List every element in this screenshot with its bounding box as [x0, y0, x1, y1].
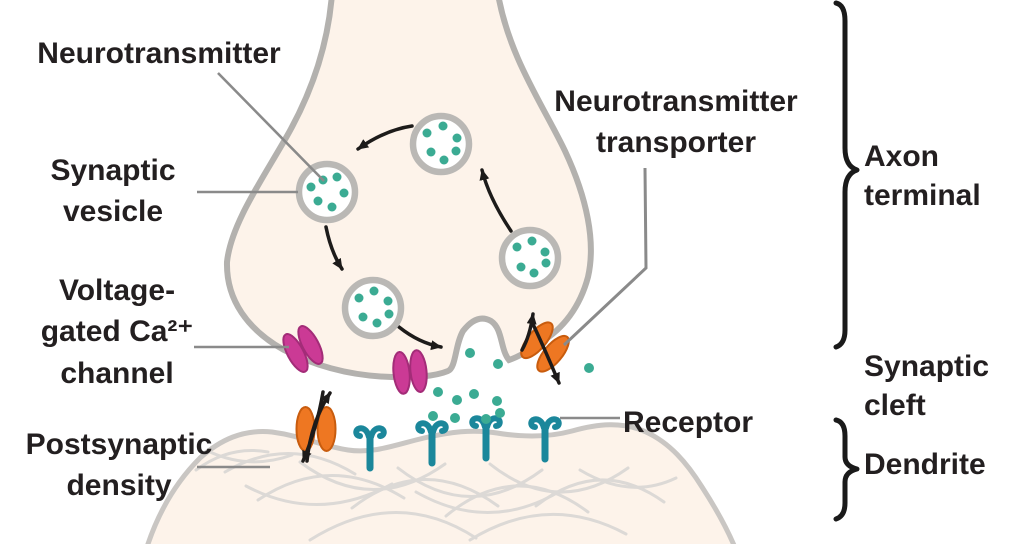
neurotransmitter-dot	[492, 396, 502, 406]
synaptic-vesicle	[295, 160, 359, 224]
neurotransmitter-dot	[339, 188, 349, 198]
transporter-subunit	[316, 406, 337, 452]
cycle-arrow-left-down	[324, 225, 344, 271]
neurotransmitter-dot	[358, 312, 368, 322]
neurotransmitter-dot	[452, 395, 462, 405]
label-synaptic-cleft: Synaptic cleft	[864, 350, 990, 422]
neurotransmitter-dot	[529, 268, 539, 278]
receptor-arm-right	[368, 425, 387, 440]
label-receptor: Receptor	[623, 406, 754, 439]
pointer-nt-transporter	[562, 167, 648, 347]
neurotransmitter-dot	[540, 247, 550, 257]
neurotransmitter-dot	[438, 121, 448, 131]
neurotransmitter-dot	[469, 389, 479, 399]
axon-terminal-shape	[223, 0, 594, 381]
cycle-arrow-right-up	[479, 168, 513, 233]
neurotransmitter-dot	[422, 128, 432, 138]
neurotransmitter-dot	[332, 172, 342, 182]
neurotransmitter-dot	[450, 413, 460, 423]
neurotransmitter-dot	[306, 182, 316, 192]
label-nt-transporter: Neurotransmitter transporter	[554, 85, 798, 160]
neurotransmitter-dot	[384, 309, 394, 319]
label-pointer-lines	[194, 72, 648, 469]
receptor	[415, 420, 449, 467]
neurotransmitter-dot	[584, 363, 594, 373]
receptor-arm-right	[543, 416, 562, 431]
neurotransmitter-dot	[439, 155, 449, 165]
neurotransmitter-dot	[327, 202, 337, 212]
neurotransmitter-dot	[527, 236, 537, 246]
vesicle-cycle-arrows	[324, 124, 513, 351]
neurotransmitter-dot	[493, 359, 503, 369]
neurotransmitter-dot	[451, 146, 461, 156]
cycle-arrow-to-release-site	[397, 325, 443, 351]
flux-arrow-down	[301, 390, 325, 463]
neurotransmitter-dot	[369, 286, 379, 296]
neurotransmitter-dot	[465, 348, 475, 358]
postsynaptic-transporter	[295, 406, 337, 452]
neurotransmitter-dot	[372, 318, 382, 328]
label-neurotransmitter: Neurotransmitter	[8, 33, 310, 74]
synaptic-vesicle	[498, 226, 562, 290]
neurotransmitter-dot	[313, 196, 323, 206]
receptor-arm-left	[353, 425, 372, 440]
reuptake-arrow-up	[520, 312, 537, 352]
neurotransmitter-dot	[452, 133, 462, 143]
label-voltage-gated-ca-channel: Voltage- gated Ca²⁺ channel	[40, 274, 194, 390]
neurotransmitter-dot	[433, 387, 443, 397]
label-postsynaptic-density: Postsynaptic density	[25, 428, 213, 503]
postsynaptic-transporter-arrows	[301, 390, 332, 463]
label-axon-terminal: Axon terminal	[864, 140, 981, 212]
neurotransmitter-dot	[383, 296, 393, 306]
neurotransmitter-dot	[516, 262, 526, 272]
voltage-gated-ca-channel	[392, 349, 428, 395]
postsynaptic-density-fibers	[194, 448, 678, 542]
receptor-arm-left	[528, 416, 547, 431]
receptor-arm-left	[415, 420, 434, 435]
label-dendrite: Dendrite	[864, 448, 986, 481]
axon-terminal-brace	[833, 0, 860, 350]
neurotransmitter-dot	[354, 293, 364, 303]
voltage-gated-ca-channel	[282, 325, 324, 373]
transporter-subunit	[536, 334, 570, 373]
neurotransmitter-dot	[481, 414, 491, 424]
transporter-flow-arrows	[520, 312, 561, 385]
synaptic-vesicle	[341, 276, 405, 340]
channel-subunit	[409, 349, 428, 394]
neurotransmitter-dot	[428, 411, 438, 421]
receptor	[528, 416, 562, 463]
cycle-arrow-top-left	[356, 124, 414, 151]
neurotransmitter-dot	[495, 408, 505, 418]
pointer-neurotransmitter	[217, 72, 325, 182]
reuptake-arrow-down	[529, 318, 561, 385]
receptor	[353, 425, 387, 472]
label-synaptic-vesicle: Synaptic vesicle	[50, 154, 176, 229]
channel-subunit	[297, 325, 324, 365]
label-neurotransmitter-text: Neurotransmitter	[37, 37, 281, 70]
synaptic-vesicle	[409, 112, 473, 176]
braces	[833, 0, 860, 522]
receptor-arm-right	[430, 420, 449, 435]
neurotransmitter-dot	[541, 258, 551, 268]
dendrite-brace	[833, 417, 860, 522]
neurotransmitter-dot	[512, 242, 522, 252]
neurotransmitter-dot	[426, 147, 436, 157]
